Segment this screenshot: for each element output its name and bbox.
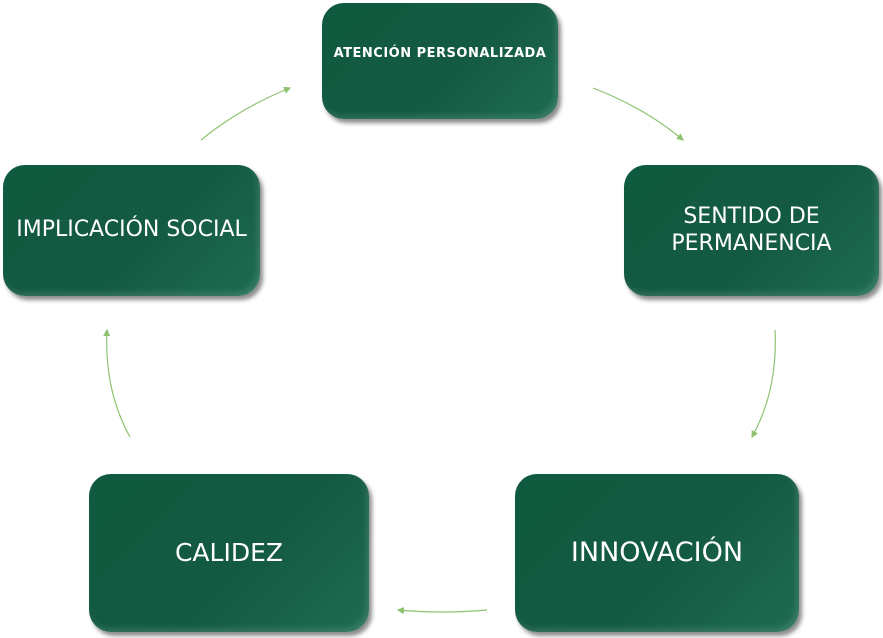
- node-label: ATENCIÓN PERSONALIZADA: [333, 46, 547, 62]
- node-sentido-de-permanencia: SENTIDO DE PERMANENCIA: [624, 165, 879, 296]
- node-implicacion-social: IMPLICACIÓN SOCIAL: [3, 165, 260, 296]
- arrow-atencion-to-sentido: [592, 87, 684, 141]
- node-label: INNOVACIÓN: [570, 536, 744, 568]
- node-label: SENTIDO DE PERMANENCIA: [671, 204, 832, 256]
- arrow-innovacion-to-calidez: [396, 606, 488, 615]
- node-label: IMPLICACIÓN SOCIAL: [16, 217, 247, 243]
- node-atencion-personalizada: ATENCIÓN PERSONALIZADA: [322, 3, 558, 119]
- arrow-sentido-to-innovacion: [751, 329, 776, 439]
- node-calidez: CALIDEZ: [89, 474, 369, 632]
- arrow-calidez-to-implicacion: [103, 328, 131, 438]
- node-label: CALIDEZ: [174, 538, 284, 567]
- arrow-implicacion-to-atencion: [200, 86, 292, 141]
- node-innovacion: INNOVACIÓN: [515, 474, 799, 632]
